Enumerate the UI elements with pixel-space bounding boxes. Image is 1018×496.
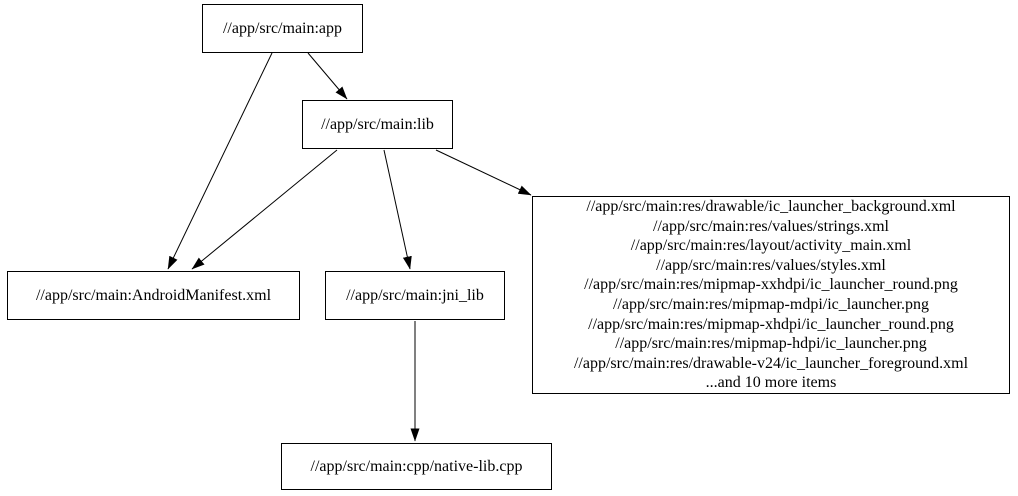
node-resgroup-line: //app/src/main:res/layout/activity_main.…: [630, 237, 912, 255]
node-androidmanifest-label: //app/src/main:AndroidManifest.xml: [35, 286, 272, 304]
node-nativelib-label: //app/src/main:cpp/native-lib.cpp: [310, 457, 523, 475]
node-resgroup-line: //app/src/main:res/mipmap-xhdpi/ic_launc…: [588, 315, 954, 333]
node-app: //app/src/main:app: [202, 4, 363, 53]
node-lib-label: //app/src/main:lib: [321, 115, 434, 133]
node-resgroup-line: //app/src/main:res/drawable/ic_launcher_…: [586, 198, 956, 216]
node-app-label: //app/src/main:app: [222, 19, 343, 37]
node-resgroup-line: //app/src/main:res/values/strings.xml: [653, 217, 889, 235]
edge-app-to-lib: [307, 52, 348, 100]
node-androidmanifest: //app/src/main:AndroidManifest.xml: [7, 271, 300, 320]
node-resgroup-more-items: ...and 10 more items: [705, 374, 837, 392]
edge-lib-to-jnilib: [383, 149, 412, 270]
node-resgroup-line: //app/src/main:res/mipmap-xxhdpi/ic_laun…: [584, 276, 958, 294]
node-lib: //app/src/main:lib: [302, 100, 453, 149]
node-jnilib-label: //app/src/main:jni_lib: [346, 286, 484, 304]
node-resgroup-line: //app/src/main:res/mipmap-mdpi/ic_launch…: [613, 296, 929, 313]
node-nativelib: //app/src/main:cpp/native-lib.cpp: [281, 443, 552, 490]
node-resgroup-line: //app/src/main:res/drawable-v24/ic_launc…: [573, 354, 969, 372]
node-resgroup-line: //app/src/main:res/values/styles.xml: [656, 256, 886, 274]
node-jnilib: //app/src/main:jni_lib: [325, 271, 505, 320]
edge-app-to-androidmanifest: [167, 52, 273, 270]
node-resgroup-line: //app/src/main:res/mipmap-hdpi/ic_launch…: [615, 335, 927, 353]
node-resgroup: //app/src/main:res/drawable/ic_launcher_…: [532, 196, 1010, 394]
edge-lib-to-androidmanifest: [191, 149, 338, 270]
edge-lib-to-resgroup: [435, 149, 532, 196]
